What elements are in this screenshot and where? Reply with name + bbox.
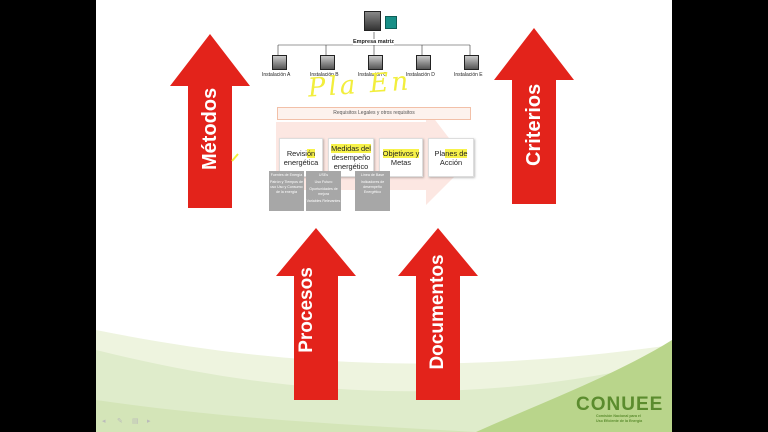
next-slide-icon[interactable]: ▸ [147, 418, 151, 425]
installation-label: Instalación D [406, 72, 435, 78]
step-text: desempeño [331, 153, 371, 162]
detail-text: Uso Futuro [314, 180, 333, 184]
installation-label: Instalación A [262, 72, 291, 78]
slide-canvas: Métodos Criterios Procesos Documentos Em… [96, 0, 672, 432]
step-highlight: ón [306, 148, 316, 158]
previous-slide-icon[interactable]: ◂ [102, 418, 106, 425]
factory-icon [368, 55, 383, 70]
calculator-icon [385, 16, 397, 29]
detail-text: Oportunidades de mejora [309, 187, 338, 196]
pen-tool-icon[interactable]: ✎ [117, 418, 123, 425]
arrow-criterios [494, 28, 574, 204]
detail-text: Fuentes de Energía [270, 173, 303, 177]
detail-text: Indicadores de desempeño Energético [360, 180, 385, 194]
installation-label: Instalación C [358, 72, 387, 78]
conuee-logo: CONUEE [576, 394, 664, 415]
step-highlight: Medidas del [331, 144, 371, 153]
factory-icon [416, 55, 431, 70]
logo-subtitle-line: Comisión Nacional para el [596, 414, 641, 418]
background-swoosh [96, 330, 672, 432]
detail-box: Línea de Base Indicadores de desempeño E… [355, 171, 390, 211]
step-highlight: nes de [445, 148, 468, 158]
step-highlight: Objetivos y [382, 148, 420, 158]
step-box: Planes de Acción [428, 138, 474, 177]
detail-text: Variables Relevantes [306, 199, 341, 203]
org-root-label: Empresa matriz [353, 39, 394, 45]
factory-icon [464, 55, 479, 70]
installation-label: Instalación B [310, 72, 339, 78]
red-arrows [170, 28, 574, 400]
arrow-procesos [276, 228, 356, 400]
arrow-metodos [170, 34, 250, 208]
menu-icon[interactable]: ▤ [132, 418, 139, 425]
pen-cursor-icon [231, 153, 239, 162]
detail-box: USEs Uso Futuro Oportunidades de mejora … [306, 171, 341, 211]
requirements-bar: Requisitos Legales y otros requisitos [277, 107, 471, 120]
org-chart-lines [277, 32, 471, 55]
step-text: Metas [390, 157, 412, 167]
step-text: energética [283, 157, 319, 167]
detail-text: Línea de Base [360, 173, 385, 177]
arrow-documentos [398, 228, 478, 400]
step-box: Medidas del desempeño energético [328, 138, 374, 177]
step-text: Acción [439, 157, 463, 167]
step-box: Objetivos y Metas [379, 138, 423, 177]
detail-text: Patrón y Tiempos de uso Uso y Consumo de… [270, 180, 303, 194]
detail-box: Fuentes de Energía Patrón y Tiempos de u… [269, 171, 304, 211]
factory-icon [320, 55, 335, 70]
building-icon [364, 11, 381, 31]
step-text: energético [333, 162, 369, 171]
step-text: Pla [434, 148, 446, 158]
factory-icon [272, 55, 287, 70]
detail-text: USEs [318, 173, 329, 177]
logo-subtitle: Comisión Nacional para el Uso Eficiente … [596, 414, 642, 423]
step-text: Revisi [286, 148, 307, 158]
installation-label: Instalación E [454, 72, 483, 78]
logo-subtitle-line: Uso Eficiente de la Energía [596, 418, 643, 423]
